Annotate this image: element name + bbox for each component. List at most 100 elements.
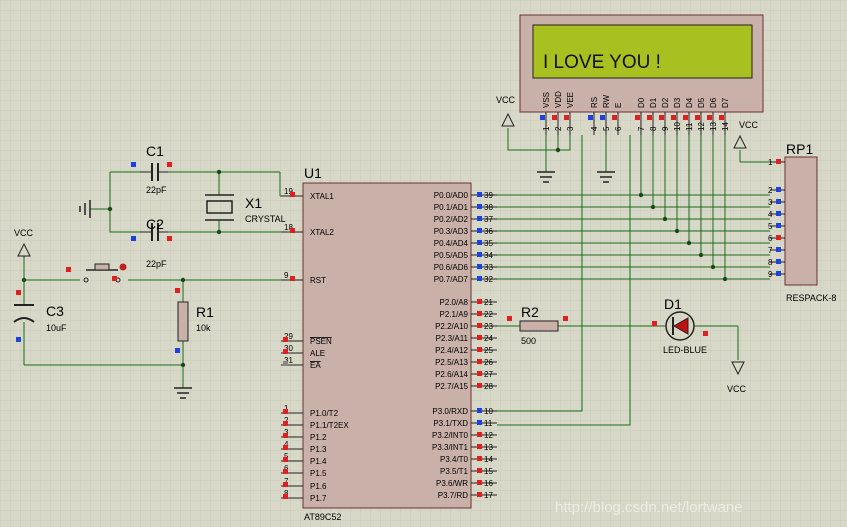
pin-label: D4 bbox=[685, 97, 694, 108]
u1-pin-8[interactable]: 8P1.7 bbox=[281, 489, 327, 503]
rp1-pin-2[interactable]: 2 bbox=[768, 186, 785, 195]
pin-number: 7 bbox=[284, 477, 289, 486]
pin-number: 5 bbox=[768, 222, 773, 231]
pin-label: P1.6 bbox=[310, 482, 327, 491]
lcd-screen bbox=[532, 24, 753, 79]
pin-number: 11 bbox=[685, 122, 694, 131]
lcd-pin-e[interactable]: E6 bbox=[612, 103, 623, 135]
vcc-led-terminal: VCC bbox=[727, 361, 747, 394]
lcd-pin-d1[interactable]: D18 bbox=[647, 97, 658, 135]
c1-capacitor[interactable]: C1 22pF bbox=[131, 143, 172, 195]
lcd-pin-d4[interactable]: D4 11 bbox=[683, 97, 694, 135]
pin-number: 1 bbox=[284, 404, 289, 413]
pin-label: P3.4/T0 bbox=[440, 455, 469, 464]
d1-led[interactable]: D1 LED-BLUE bbox=[652, 296, 708, 355]
lcd-pin-d2[interactable]: D29 bbox=[659, 97, 670, 135]
rp1-pin-9[interactable]: 9 bbox=[768, 270, 785, 279]
rp1-pin-5[interactable]: 5 bbox=[768, 222, 785, 231]
pin-number: 1 bbox=[542, 126, 551, 131]
pin-number: 15 bbox=[484, 467, 493, 476]
pin-number: 35 bbox=[484, 239, 493, 248]
c3-capacitor[interactable]: C3 10uF bbox=[13, 290, 67, 342]
rp1-pin-8[interactable]: 8 bbox=[768, 258, 785, 267]
rp1-pin-4[interactable]: 4 bbox=[768, 210, 785, 219]
rp1-pin-7[interactable]: 7 bbox=[768, 246, 785, 255]
lcd-pin-d0[interactable]: D07 bbox=[635, 97, 646, 135]
pin-number: 21 bbox=[484, 298, 493, 307]
u1-pin-5[interactable]: 5P1.4 bbox=[281, 452, 327, 466]
u1-pin-1[interactable]: 1P1.0/T2 bbox=[281, 404, 339, 418]
pin-label: P0.7/AD7 bbox=[434, 275, 469, 284]
r1-resistor[interactable]: R1 10k bbox=[175, 288, 214, 353]
rp1-pin-3[interactable]: 3 bbox=[768, 198, 785, 207]
svg-text:VCC: VCC bbox=[727, 384, 747, 394]
r2-value: 500 bbox=[521, 336, 536, 346]
ground-icon bbox=[79, 200, 91, 218]
pin-number: 6 bbox=[768, 234, 773, 243]
u1-pin-3[interactable]: 3P1.2 bbox=[281, 428, 327, 442]
c2-value: 22pF bbox=[146, 259, 167, 269]
rp1-pin-1[interactable]: 1 bbox=[768, 158, 785, 167]
u1-pin-2[interactable]: 2P1.1/T2EX bbox=[281, 416, 349, 430]
rp1-pin-6[interactable]: 6 bbox=[768, 234, 785, 243]
r2-resistor[interactable]: R2 500 bbox=[507, 304, 568, 346]
pin-number: 17 bbox=[484, 491, 493, 500]
pin-number: 22 bbox=[484, 310, 493, 319]
u1-pin-6[interactable]: 6P1.5 bbox=[281, 464, 327, 478]
pin-number: 28 bbox=[484, 382, 493, 391]
c2-capacitor[interactable]: C2 22pF bbox=[131, 216, 172, 269]
pin-number: 3 bbox=[284, 428, 289, 437]
lcd-component[interactable]: I LOVE YOU ! VSS1VDD2VEE3RS4RW5E6D07D18D… bbox=[519, 14, 764, 135]
x1-crystal[interactable]: X1 CRYSTAL bbox=[205, 194, 286, 224]
u1-pin-4[interactable]: 4P1.3 bbox=[281, 440, 327, 454]
u1-pin-7[interactable]: 7P1.6 bbox=[281, 477, 327, 491]
u1-component[interactable]: U1 AT89C52 19XTAL118XTAL29RST29PSEN30ALE… bbox=[281, 165, 497, 522]
lcd-pin-rs[interactable]: RS4 bbox=[588, 97, 599, 135]
pin-number: 5 bbox=[602, 126, 611, 131]
reset-button[interactable] bbox=[66, 263, 128, 283]
lcd-pin-rw[interactable]: RW5 bbox=[600, 94, 611, 135]
pin-label: P1.7 bbox=[310, 494, 327, 503]
pin-label: P1.0/T2 bbox=[310, 409, 339, 418]
watermark: http://blog.csdn.net/lortwane bbox=[555, 499, 743, 516]
